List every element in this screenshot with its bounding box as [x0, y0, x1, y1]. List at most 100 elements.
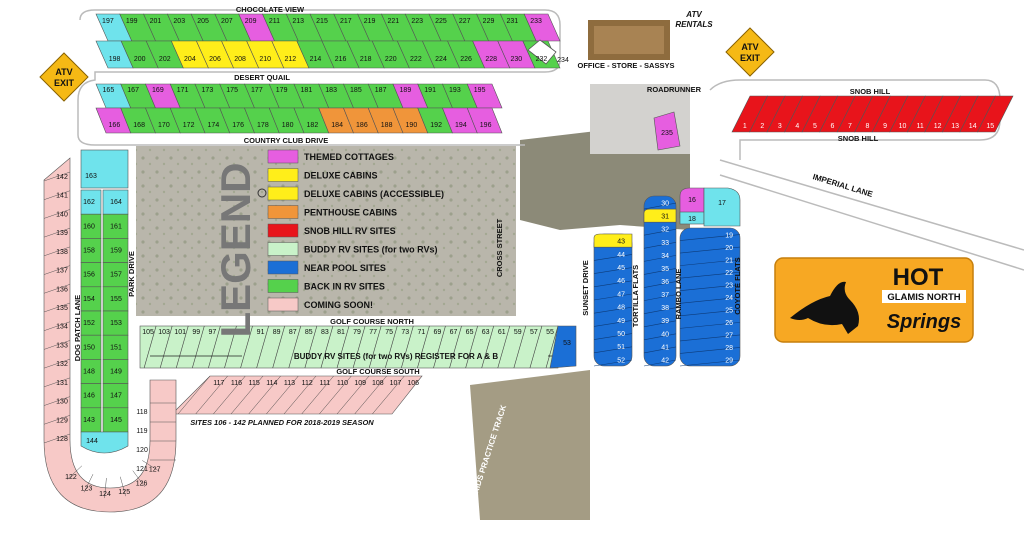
- site-12-label: 12: [934, 123, 942, 130]
- site-215-label: 215: [316, 18, 328, 25]
- site-195-label: 195: [474, 87, 486, 94]
- site-164[interactable]: [102, 189, 129, 215]
- lane-divider: [643, 255, 677, 262]
- site-188-label: 188: [381, 122, 393, 129]
- buddy-divider: [545, 325, 559, 369]
- site-43[interactable]: [593, 233, 633, 248]
- legend-label: DELUXE CABINS: [304, 171, 378, 181]
- tortilla-lane[interactable]: [643, 195, 677, 367]
- site-113-label: 113: [284, 380, 295, 387]
- site-235-label: 235: [661, 130, 673, 137]
- site-235[interactable]: [653, 111, 681, 151]
- site-234[interactable]: [527, 39, 557, 65]
- lane-divider: [593, 333, 633, 340]
- site-167-label: 167: [127, 87, 139, 94]
- site-115-label: 115: [249, 380, 260, 387]
- site-209-label: 209: [245, 18, 257, 25]
- dog-patch-divider: [43, 209, 71, 219]
- buddy-divider: [192, 325, 205, 369]
- buddy-divider: [240, 325, 253, 369]
- curve-divider: [120, 476, 126, 497]
- site-163[interactable]: [80, 149, 129, 189]
- buddy-divider: [352, 325, 366, 369]
- lane-divider: [679, 322, 741, 329]
- site-21-label: 21: [725, 257, 733, 264]
- site-184-label: 184: [331, 122, 343, 129]
- site-228-label: 228: [485, 56, 497, 63]
- dog-patch-divider: [43, 190, 71, 200]
- site-200-label: 200: [134, 56, 146, 63]
- logo-hot: HOT: [893, 264, 944, 291]
- site-232-label: 232: [536, 56, 548, 63]
- site-159[interactable]: [102, 238, 129, 263]
- roads-layer: [77, 9, 1024, 271]
- lane-divider: [643, 202, 677, 210]
- site-26-label: 26: [725, 320, 733, 327]
- site-147[interactable]: [102, 383, 129, 409]
- site-15[interactable]: [976, 95, 1014, 133]
- road-label-golf-north: GOLF COURSE NORTH: [330, 317, 414, 326]
- buddy-divider: [336, 325, 350, 369]
- site-212-label: 212: [284, 56, 296, 63]
- site-150-label: 150: [83, 344, 95, 351]
- site-172-label: 172: [183, 122, 195, 129]
- lane-divider: [643, 307, 677, 314]
- lane-divider: [593, 346, 633, 354]
- golf-south-block[interactable]: [171, 375, 423, 415]
- buddy-divider: [224, 325, 237, 369]
- legend-label: BUDDY RV SITES (for two RVs): [304, 245, 438, 255]
- site-71-label: 71: [417, 329, 425, 336]
- lane-divider: [679, 309, 741, 317]
- site-118-label: 118: [136, 409, 147, 416]
- site-144[interactable]: [80, 431, 129, 454]
- lane-divider: [643, 268, 677, 275]
- site-134-label: 134: [56, 324, 68, 331]
- logo-band: [882, 290, 966, 303]
- site-204-label: 204: [184, 56, 196, 63]
- site-175-label: 175: [226, 87, 238, 94]
- site-149[interactable]: [102, 359, 129, 384]
- lane-divider: [593, 359, 633, 367]
- dog-patch-divider: [43, 171, 71, 182]
- site-157[interactable]: [102, 262, 129, 288]
- site-97-label: 97: [208, 329, 216, 336]
- sunset-lane[interactable]: [593, 233, 633, 367]
- road-label-dog-patch: DOG PATCH LANE: [73, 295, 82, 361]
- lane-divider: [679, 359, 741, 367]
- site-233[interactable]: [523, 13, 561, 42]
- site-137-label: 137: [56, 268, 68, 275]
- site-195[interactable]: [466, 83, 503, 109]
- lane-divider: [643, 294, 677, 301]
- site-53[interactable]: [549, 325, 577, 369]
- site-145[interactable]: [102, 407, 129, 433]
- dog-patch-divider: [43, 227, 71, 238]
- site-162-label: 162: [83, 199, 95, 206]
- site-117-label: 117: [213, 380, 224, 387]
- site-128-label: 128: [56, 436, 68, 443]
- site-196[interactable]: [466, 107, 503, 134]
- site-52-label: 52: [617, 357, 625, 364]
- site-151[interactable]: [102, 334, 129, 360]
- site-20-label: 20: [725, 245, 733, 252]
- site-136-label: 136: [56, 286, 68, 293]
- site-182-label: 182: [307, 122, 319, 129]
- site-108-label: 108: [372, 380, 384, 387]
- site-153[interactable]: [102, 310, 129, 336]
- buddy-rv-block[interactable]: [139, 325, 559, 369]
- site-148-label: 148: [83, 369, 95, 376]
- road-label-park: PARK DRIVE: [127, 251, 136, 297]
- site-8-label: 8: [866, 123, 870, 130]
- site-31[interactable]: [643, 208, 677, 223]
- coyote-lane[interactable]: [679, 227, 741, 367]
- site-123-label: 123: [81, 485, 93, 492]
- buddy-divider: [497, 325, 511, 369]
- dog-patch-block[interactable]: [43, 157, 177, 513]
- dog-patch-divider: [43, 340, 71, 350]
- buddy-divider: [417, 325, 430, 369]
- road-label-country-club: COUNTRY CLUB DRIVE: [244, 136, 329, 145]
- lane-divider: [643, 346, 677, 354]
- site-17[interactable]: [703, 187, 741, 227]
- site-159-label: 159: [110, 248, 122, 255]
- buddy-divider: [143, 325, 157, 369]
- site-154-label: 154: [83, 296, 95, 303]
